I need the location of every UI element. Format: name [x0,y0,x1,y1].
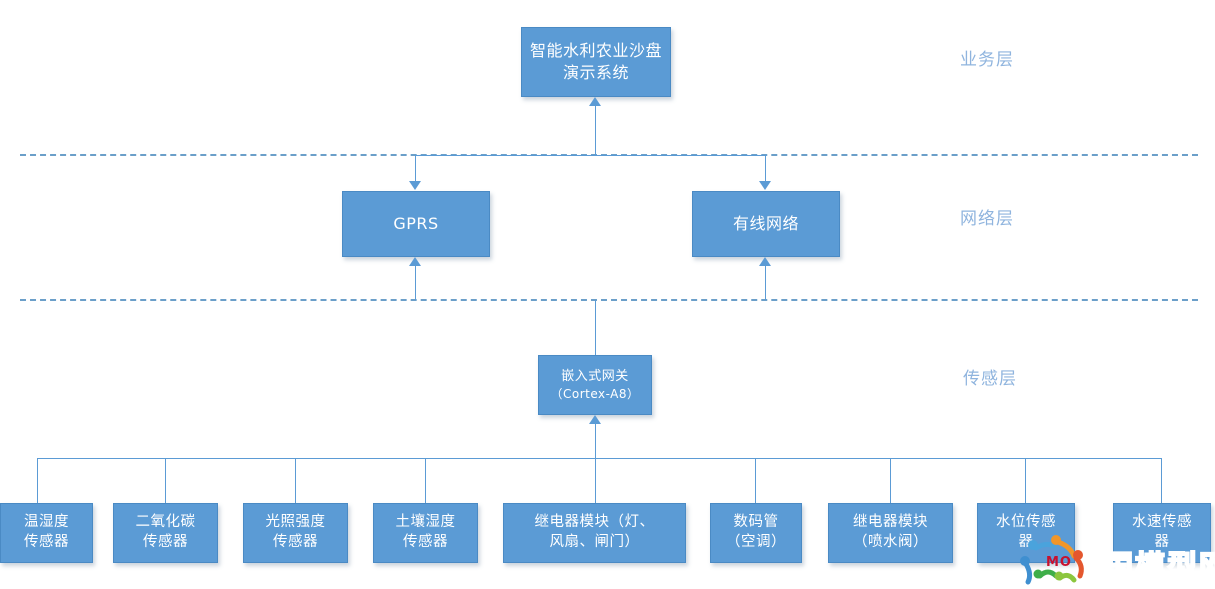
drop-sensor-5 [595,458,596,503]
node-relay-module-light-fan-gate-line1: 继电器模块（灯、 [534,514,655,531]
connector-bus-to-system [595,99,596,155]
node-sensor-temp-humidity[interactable]: 温湿度 传感器 [0,503,93,563]
node-sensor-illuminance-line1: 光照强度 [265,514,326,531]
node-business-system[interactable]: 智能水利农业沙盘演示系统 [521,27,671,97]
bus-network-top [415,155,766,156]
arrowhead-to-gprs [409,181,421,190]
drop-sensor-7 [890,458,891,503]
node-sensor-co2-line1: 二氧化碳 [135,514,196,531]
arrowhead-gprs-up [409,257,421,266]
node-sensor-water-speed-line2: 器 [1154,534,1170,550]
drop-sensor-3 [295,458,296,503]
arrowhead-wired-up [759,257,771,266]
arrowhead-to-system [589,97,601,106]
drop-sensor-1 [37,458,38,503]
node-relay-module-light-fan-gate-line2: 风扇、闸门） [549,534,640,550]
arrowhead-gateway-up [589,415,601,424]
node-sensor-water-level-line1: 水位传感 [996,514,1056,531]
node-sensor-soil-moisture-line2: 传感器 [403,534,448,550]
node-sensor-water-level[interactable]: 水位传感 器 [977,503,1075,563]
node-digital-tube-aircon-line2: （空调） [726,534,786,550]
node-sensor-illuminance-line2: 传感器 [273,534,318,550]
layer-label-network: 网络层 [960,209,1014,229]
node-sensor-soil-moisture[interactable]: 土壤湿度 传感器 [373,503,478,563]
connector-bus-to-gprs [415,155,416,181]
node-sensor-co2-line2: 传感器 [143,534,188,550]
node-sensor-water-level-line2: 器 [1018,534,1034,550]
bus-sensors [37,458,1161,459]
node-digital-tube-aircon[interactable]: 数码管 （空调） [710,503,802,563]
node-sensor-temp-humidity-line2: 传感器 [24,534,69,550]
connector-gateway-stem [595,300,596,355]
node-gprs-label: GPRS [393,214,439,234]
connector-gateway-to-gprs [415,259,416,300]
node-digital-tube-aircon-line1: 数码管 [733,514,779,531]
node-business-system-label: 智能水利农业沙盘演示系统 [529,41,662,82]
drop-sensor-6 [755,458,756,503]
node-sensor-temp-humidity-line1: 温湿度 [24,514,69,531]
node-gateway-label: 嵌入式网关 [561,369,629,385]
drop-sensor-2 [165,458,166,503]
connector-sensorbus-to-gateway [595,417,596,458]
node-relay-module-sprinkler-valve-line1: 继电器模块 [853,514,928,531]
node-sensor-co2[interactable]: 二氧化碳 传感器 [113,503,218,563]
divider-network-sensing [20,299,1198,301]
node-relay-module-sprinkler-valve[interactable]: 继电器模块 （喷水阀） [828,503,953,563]
node-embedded-gateway[interactable]: 嵌入式网关 （Cortex-A8） [538,355,652,415]
node-wired-network[interactable]: 有线网络 [692,191,840,257]
node-wired-network-label: 有线网络 [732,214,799,234]
node-relay-module-light-fan-gate[interactable]: 继电器模块（灯、 风扇、闸门） [503,503,686,563]
drop-sensor-8 [1025,458,1026,503]
node-gprs[interactable]: GPRS [342,191,490,257]
node-sensor-water-speed-line1: 水速传感 [1132,514,1192,531]
layer-label-business: 业务层 [960,50,1014,70]
connector-bus-to-wired [765,155,766,181]
node-relay-module-sprinkler-valve-line2: （喷水阀） [853,534,928,550]
arrowhead-to-wired [759,181,771,190]
drop-sensor-9 [1161,458,1162,503]
node-gateway-sublabel: （Cortex-A8） [550,386,640,401]
node-sensor-soil-moisture-line1: 土壤湿度 [395,514,456,531]
node-sensor-water-speed[interactable]: 水速传感 器 [1113,503,1211,563]
connector-gateway-to-wired [765,259,766,300]
node-sensor-illuminance[interactable]: 光照强度 传感器 [243,503,348,563]
drop-sensor-4 [425,458,426,503]
layer-label-sensing: 传感层 [963,369,1017,389]
